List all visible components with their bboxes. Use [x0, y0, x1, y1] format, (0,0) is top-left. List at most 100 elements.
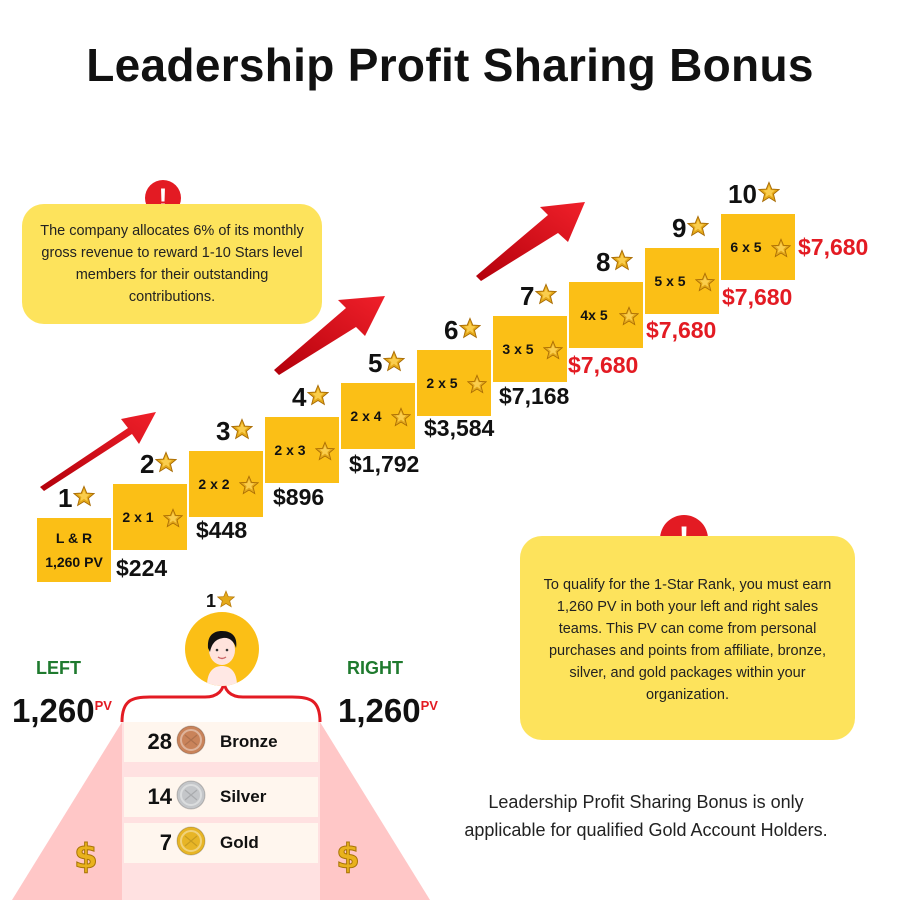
level-3-formula: 2 x 2	[198, 476, 230, 492]
package-row-gold: 7 Gold	[124, 823, 318, 863]
level-3-label: 3	[216, 416, 254, 447]
package-count: 28	[147, 729, 172, 754]
level-5-amount: $3,584	[424, 415, 495, 441]
level-7-formula: 3 x 5	[502, 341, 534, 357]
level-6-formula: 2 x 5	[426, 375, 458, 391]
level-6-label: 6	[444, 315, 482, 346]
star-icon	[306, 382, 330, 413]
right-pv: 1,260PV	[338, 692, 438, 729]
star-icon	[458, 315, 482, 346]
star-icon	[216, 590, 236, 613]
star-icon	[466, 374, 488, 397]
silver-coin-icon	[176, 780, 206, 815]
dollar-icon: $	[336, 838, 361, 874]
level-3-box: 2 x 2	[188, 450, 264, 518]
dollar-icon: $	[74, 838, 99, 874]
star-icon	[72, 483, 96, 514]
package-name: Gold	[220, 833, 259, 852]
level-1-box-line2: 1,260 PV	[45, 554, 103, 570]
level-10-formula: 6 x 5	[730, 239, 762, 255]
package-count: 14	[147, 784, 172, 809]
package-count: 7	[159, 830, 172, 855]
person-icon	[207, 631, 237, 686]
star-icon	[618, 306, 640, 329]
level-6-amount: $7,168	[499, 383, 570, 409]
star-icon	[610, 247, 634, 278]
package-name: Bronze	[220, 732, 278, 751]
gold-coin-icon	[176, 826, 206, 861]
star-icon	[382, 348, 406, 379]
package-row-silver: 14 Silver	[124, 777, 318, 817]
level-8-box: 4x 5	[568, 281, 644, 349]
level-5-label: 5	[368, 348, 406, 379]
arrow-2	[274, 296, 385, 375]
level-4-amount: $1,792	[349, 451, 420, 477]
level-number: 10	[728, 179, 757, 209]
star-icon	[230, 416, 254, 447]
level-7-label: 7	[520, 281, 558, 312]
tree-top-level: 1	[206, 590, 236, 613]
level-9-formula: 5 x 5	[654, 273, 686, 289]
level-8-formula: 4x 5	[580, 307, 608, 323]
star-icon	[757, 179, 781, 210]
qualification-note: To qualify for the 1-Star Rank, you must…	[520, 536, 855, 740]
level-10-label: 10	[728, 179, 781, 210]
level-number: 5	[368, 348, 383, 378]
svg-text:$: $	[336, 838, 360, 874]
arrow-3	[476, 202, 585, 281]
allocation-note: The company allocates 6% of its monthly …	[22, 204, 322, 324]
level-2-box: 2 x 1	[112, 483, 188, 551]
star-icon	[390, 407, 412, 430]
level-4-box: 2 x 3	[264, 416, 340, 484]
eligibility-footer: Leadership Profit Sharing Bonus is only …	[464, 792, 828, 840]
star-icon	[542, 340, 564, 363]
arrow-1	[40, 412, 156, 491]
star-icon	[534, 281, 558, 312]
level-1-amount: $224	[116, 555, 168, 581]
star-icon	[154, 449, 178, 480]
level-6-box: 2 x 5	[416, 349, 492, 417]
star-icon	[770, 238, 792, 261]
page-title: Leadership Profit Sharing Bonus	[86, 39, 814, 91]
level-4-label: 4	[292, 382, 330, 413]
level-8-label: 8	[596, 247, 634, 278]
star-icon	[238, 475, 260, 498]
bronze-coin-icon	[176, 725, 206, 760]
level-4-formula: 2 x 3	[274, 442, 306, 458]
level-9-label: 9	[672, 213, 710, 244]
level-2-formula: 2 x 1	[122, 509, 154, 525]
level-number: 8	[596, 247, 611, 277]
avatar	[185, 612, 259, 686]
star-icon	[686, 213, 710, 244]
level-9-box: 5 x 5	[644, 247, 720, 315]
level-number: 3	[216, 416, 231, 446]
level-3-amount: $896	[273, 484, 325, 510]
level-7-box: 3 x 5	[492, 315, 568, 383]
star-icon	[694, 272, 716, 295]
left-team-label: LEFT	[36, 658, 81, 678]
star-icon	[314, 441, 336, 464]
package-name: Silver	[220, 787, 267, 806]
level-number: 9	[672, 213, 687, 243]
package-row-bronze: 28 Bronze	[124, 722, 318, 762]
level-1-label: 1	[58, 483, 96, 514]
level-number: 6	[444, 315, 459, 345]
right-team-label: RIGHT	[347, 658, 403, 678]
svg-text:$: $	[74, 838, 98, 874]
level-number: 4	[292, 382, 307, 412]
level-5-box: 2 x 4	[340, 382, 416, 450]
level-7-amount: $7,680	[568, 352, 639, 378]
level-10-box: 6 x 5	[720, 213, 796, 281]
star-icon	[162, 508, 184, 531]
level-10-amount: $7,680	[798, 234, 869, 260]
level-number: 2	[140, 449, 155, 479]
level-number: 7	[520, 281, 535, 311]
level-2-amount: $448	[196, 517, 248, 543]
level-1-box: L & R 1,260 PV	[36, 517, 112, 583]
level-9-amount: $7,680	[722, 284, 793, 310]
level-1-box-line1: L & R	[55, 530, 93, 546]
level-2-label: 2	[140, 449, 178, 480]
